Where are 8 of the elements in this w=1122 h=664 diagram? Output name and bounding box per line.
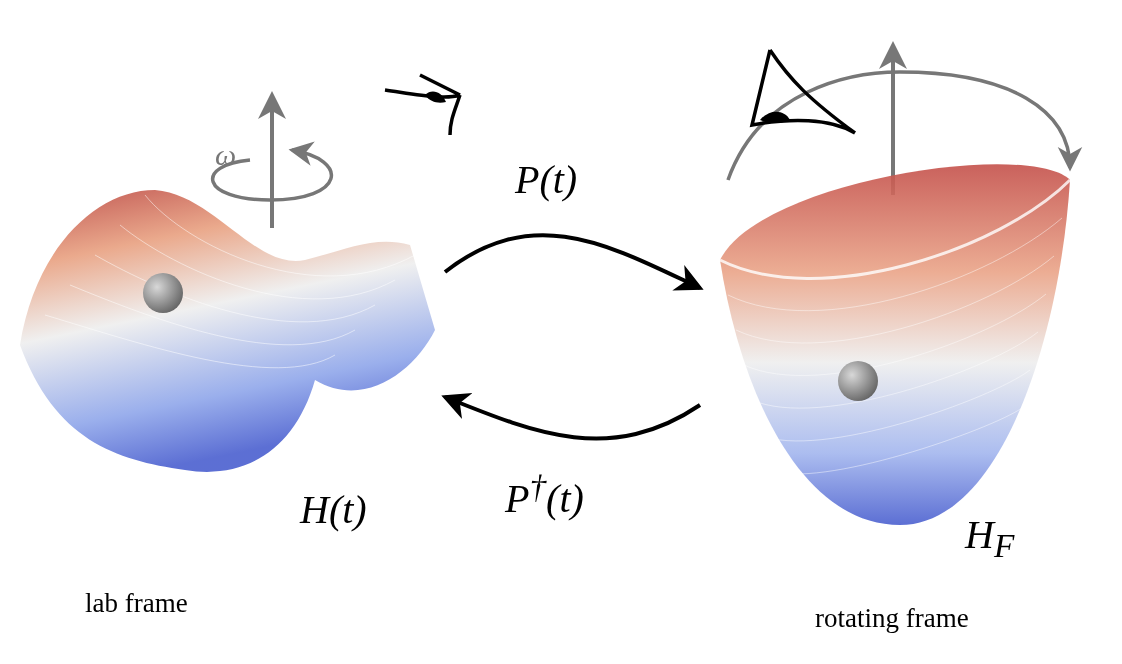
- frame-caption: lab frame: [85, 590, 188, 617]
- edge-label: P(t): [515, 160, 578, 200]
- arrow: [443, 233, 704, 291]
- edge-label: P$^{†}$(t): [505, 470, 584, 520]
- arrow: [441, 392, 702, 441]
- frame-caption: rotating frame: [815, 605, 969, 632]
- hamiltonian-label: H$_{F}$: [965, 515, 1015, 563]
- hamiltonian-label: H(t): [300, 490, 367, 530]
